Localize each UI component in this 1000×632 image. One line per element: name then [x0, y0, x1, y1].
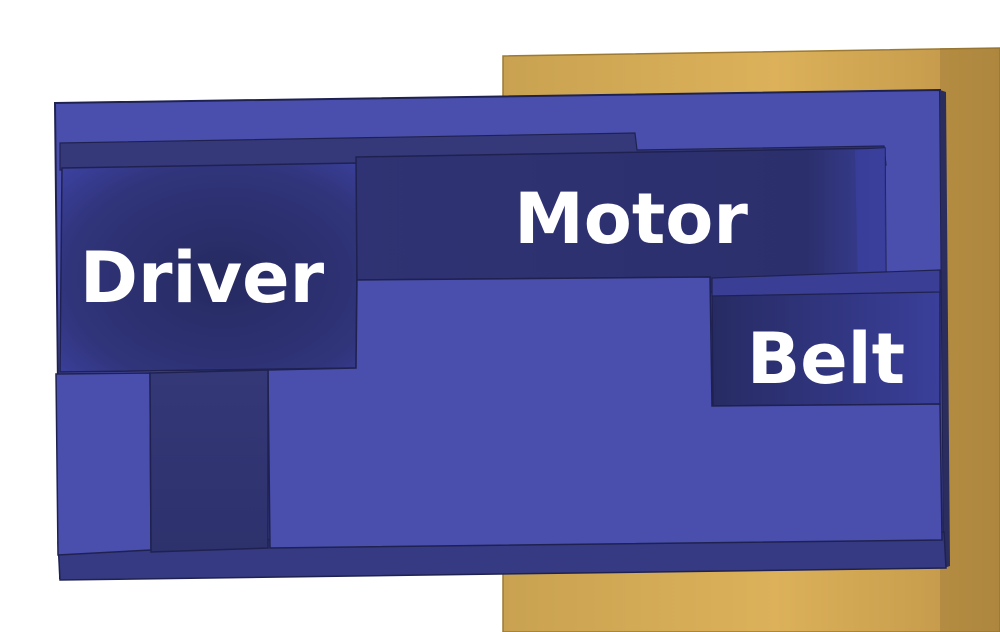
belt-pocket-lip	[711, 269, 941, 297]
base-plate-shadow	[940, 48, 1000, 632]
motor-label: Motor	[514, 178, 748, 260]
enclosure-right-edge	[940, 90, 950, 568]
driver-label: Driver	[80, 237, 325, 319]
central-block	[267, 276, 943, 549]
belt-label: Belt	[747, 318, 905, 400]
connector-slot	[149, 369, 269, 553]
left-lower-block	[55, 372, 152, 556]
motor-pocket-wall	[855, 148, 886, 292]
